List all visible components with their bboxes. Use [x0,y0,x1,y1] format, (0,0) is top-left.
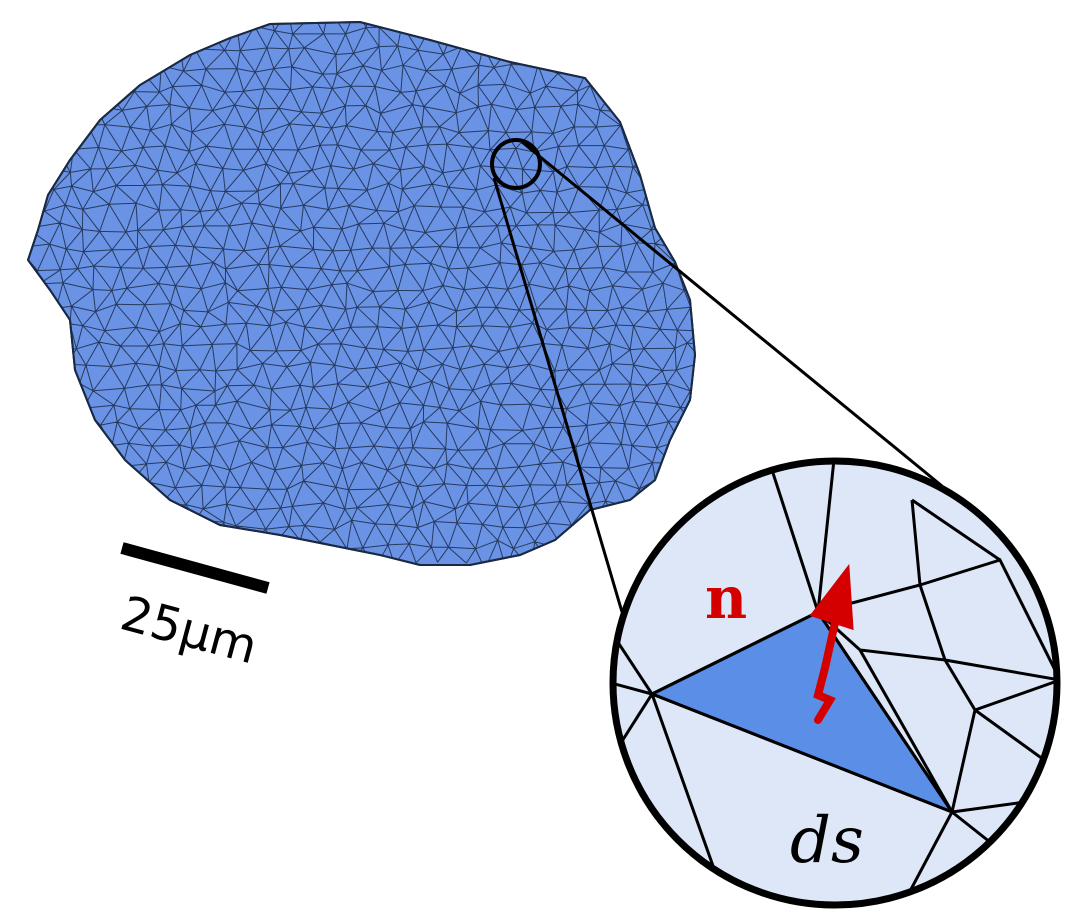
inset-border [609,457,1061,909]
zoom-source-circle [490,138,542,190]
cell-mesh [26,20,697,566]
zoom-line-lower [492,177,624,613]
scale-bar: 25μm [115,542,270,675]
scale-bar-label: 25μm [115,585,263,675]
scale-bar-line [120,542,270,594]
normal-vector-arrow [809,563,854,724]
zoom-indicator [490,138,943,613]
cell-boundary [26,20,697,566]
normal-vector-label: n [705,564,747,632]
zoom-line-upper [521,140,943,488]
inset-magnified-view [609,457,1061,909]
surface-element-label: ds [790,804,864,878]
cell-surface [26,20,697,566]
